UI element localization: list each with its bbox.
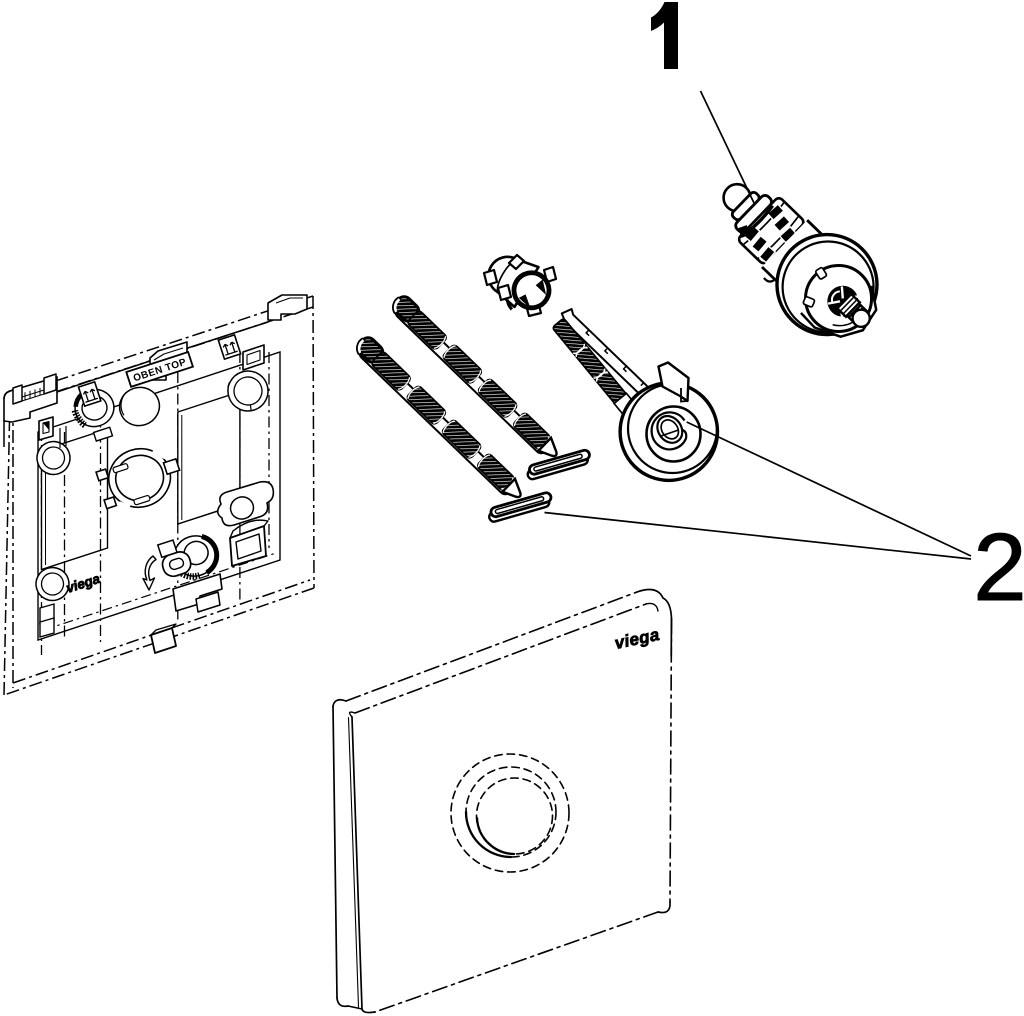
svg-text:2: 2: [973, 514, 1024, 621]
